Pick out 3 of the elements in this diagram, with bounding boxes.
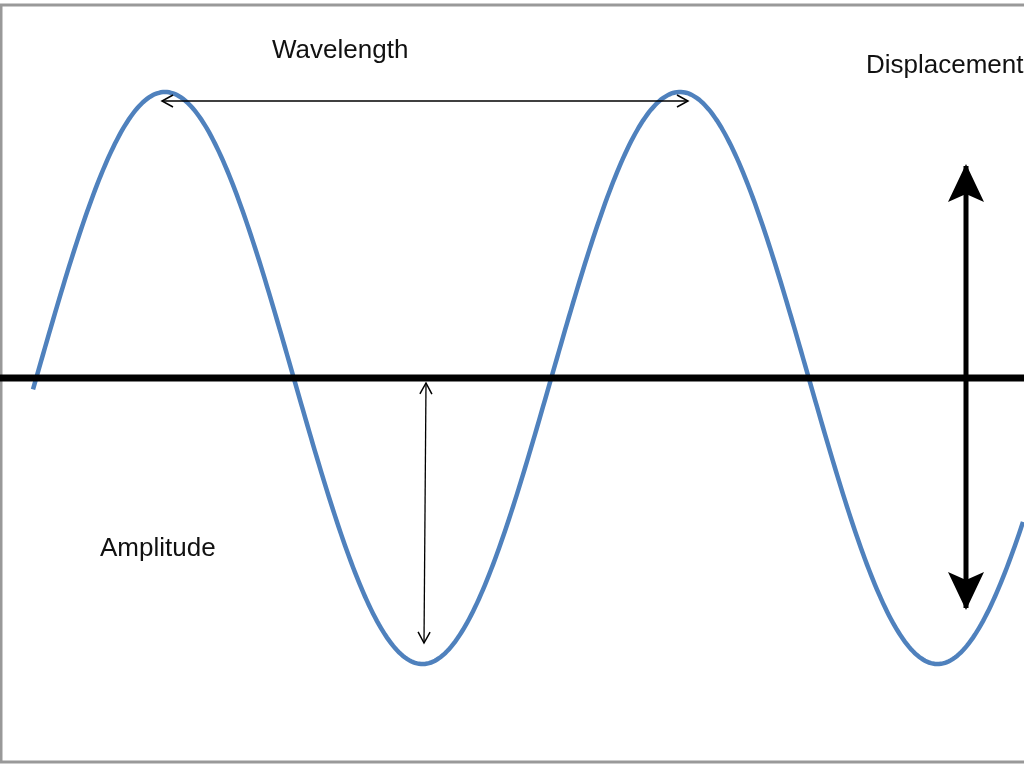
axis-label: Displacement [866, 50, 1024, 79]
dimension-label: Wavelength [272, 35, 409, 64]
dimension-label: Amplitude [100, 533, 216, 562]
